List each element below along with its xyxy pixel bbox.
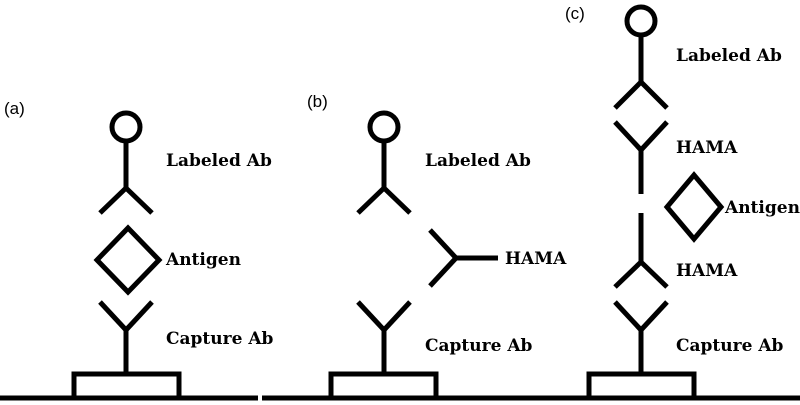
panel-a-capture-ab-label: Capture Ab	[166, 329, 274, 349]
panel-c-antigen	[663, 171, 725, 243]
panel-c-lower-hama-label: HAMA	[676, 261, 738, 281]
panel-b-labeled-ab-label: Labeled Ab	[425, 151, 531, 171]
panel-b-label-circle	[367, 110, 401, 144]
panel-c-labeled-ab-label: Labeled Ab	[676, 46, 782, 66]
panel-b-hama	[428, 228, 498, 288]
panel-c-label-circle	[624, 4, 658, 38]
panel-b-labeled-antibody	[356, 110, 412, 215]
panel-b: (b) Labeled Ab HAMA Capture Ab	[262, 92, 567, 401]
panel-b-hama-label: HAMA	[505, 249, 567, 269]
panel-a-label-circle	[109, 110, 143, 144]
panel-b-capture-ab-label: Capture Ab	[425, 336, 533, 356]
panel-a: (a) Labeled Ab Antigen Capture Ab	[0, 99, 274, 401]
panel-a-support-block	[71, 371, 182, 401]
panel-c-letter: (c)	[565, 4, 585, 23]
panel-a-labeled-ab-label: Labeled Ab	[166, 151, 272, 171]
panel-c-upper-hama	[613, 120, 669, 194]
panel-b-support-block	[328, 371, 439, 401]
panel-a-capture-antibody	[98, 300, 154, 374]
panel-c-labeled-antibody	[613, 4, 669, 110]
panel-a-labeled-antibody	[98, 110, 154, 215]
panel-b-capture-antibody	[356, 300, 412, 374]
panel-c-capture-antibody	[613, 300, 669, 374]
panel-c-antigen-label: Antigen	[724, 198, 800, 218]
panel-c: (c) Labeled Ab	[520, 4, 800, 401]
panel-b-letter: (b)	[307, 92, 328, 111]
panel-a-antigen-label: Antigen	[165, 250, 241, 270]
panel-c-capture-ab-label: Capture Ab	[676, 336, 784, 356]
panel-c-support-block	[586, 371, 697, 401]
panel-a-antigen	[93, 224, 163, 296]
panel-c-upper-hama-label: HAMA	[676, 138, 738, 158]
panel-c-lower-hama	[613, 213, 669, 289]
panel-a-letter: (a)	[4, 99, 25, 118]
